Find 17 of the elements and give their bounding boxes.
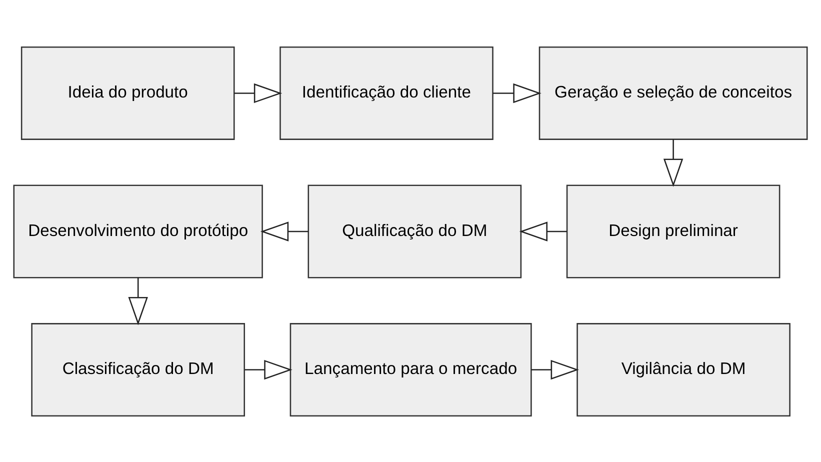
node-box: Design preliminar	[566, 184, 780, 278]
node-box: Ideia do produto	[20, 46, 235, 140]
node-box: Geração e seleção de conceitos	[538, 46, 808, 140]
node-box: Qualificação do DM	[308, 184, 522, 278]
node-box: Identificação do cliente	[280, 46, 494, 140]
arrow	[492, 82, 542, 103]
arrow	[234, 82, 282, 103]
node-box: Vigilância do DM	[576, 322, 790, 416]
node-box: Lançamento para o mercado	[290, 322, 532, 416]
arrow	[531, 359, 579, 380]
arrow	[663, 138, 684, 186]
node-box: Classificação do DM	[31, 322, 245, 416]
arrow	[128, 277, 148, 325]
node-box: Desenvolvimento do protótipo	[13, 184, 263, 278]
arrow	[244, 359, 292, 380]
arrow	[260, 221, 308, 241]
arrow	[519, 221, 567, 241]
